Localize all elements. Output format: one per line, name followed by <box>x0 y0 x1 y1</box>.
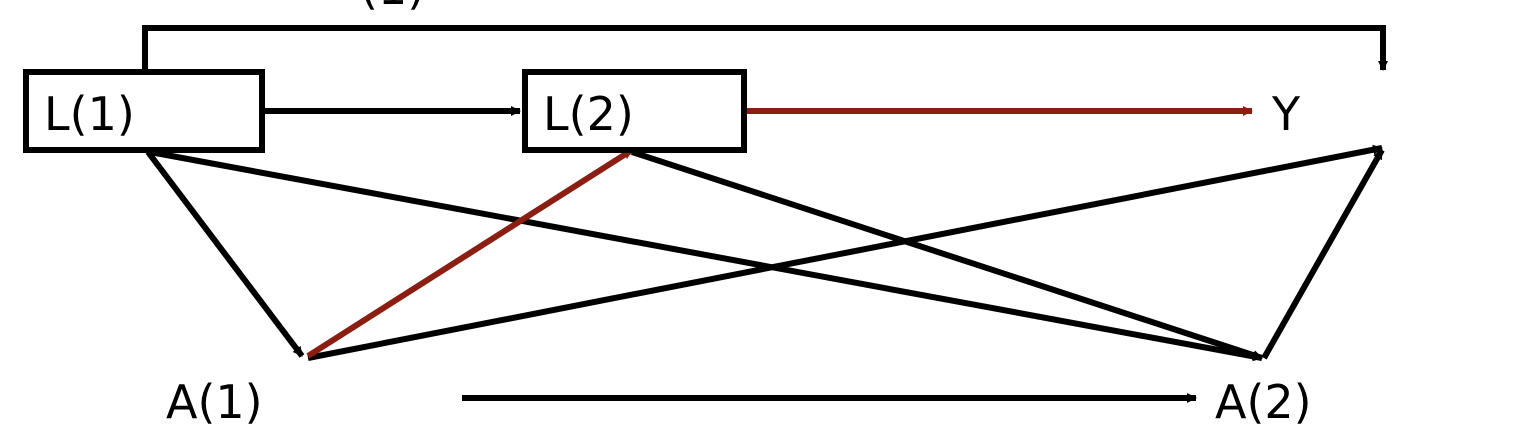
node-l1: L(1) <box>23 69 265 153</box>
node-l1-label: L(1) <box>44 87 135 141</box>
edge-l1-to-a2 <box>149 149 1263 362</box>
node-y-label: Y <box>1271 87 1301 141</box>
edge-l2-to-a2 <box>631 149 1263 361</box>
edge-a2-to-y <box>1261 148 1385 360</box>
node-a2-label: A(2) <box>1215 375 1312 429</box>
node-a1-label: A(1) <box>166 375 263 429</box>
edge-a1-to-y <box>307 144 1383 361</box>
edge-l1-to-a1 <box>145 150 305 358</box>
edge-a1-to-l2 <box>306 147 634 359</box>
node-l2-box <box>522 69 747 153</box>
red-edges <box>306 106 1253 359</box>
black-edges <box>142 25 1388 403</box>
top-cropped-label: (1) <box>360 0 425 15</box>
edge-l1-to-y-bracket <box>142 25 1388 72</box>
node-l2: L(2) <box>522 69 747 153</box>
node-l2-label: L(2) <box>543 87 634 141</box>
node-l1-box <box>23 69 265 153</box>
